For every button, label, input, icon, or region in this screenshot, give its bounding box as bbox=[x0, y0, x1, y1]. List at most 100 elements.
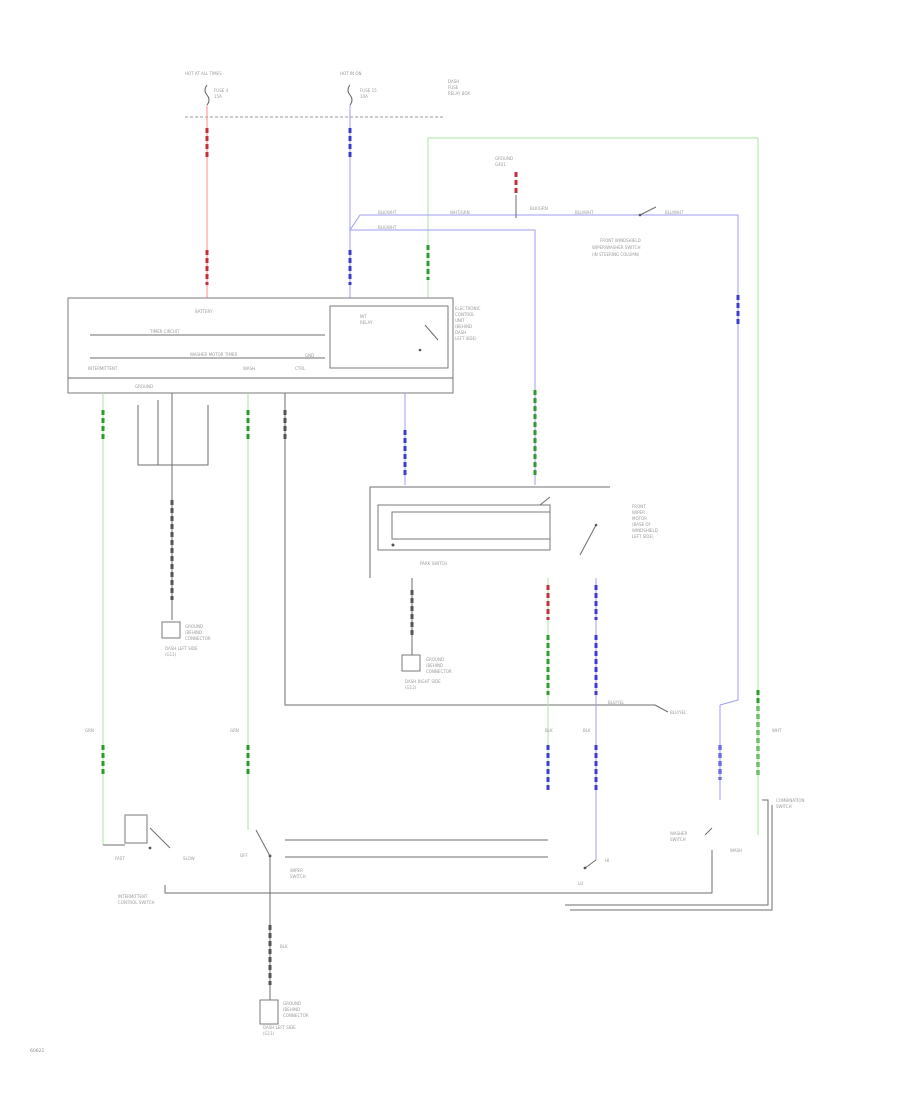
bottom-ground-connector-box bbox=[259, 999, 279, 1025]
park-switch-label: PARK SWITCH bbox=[420, 561, 447, 566]
side-note-4: (BEHIND bbox=[455, 324, 472, 329]
top-switch-contact bbox=[639, 206, 657, 216]
intermittent-slow-label: SLOW bbox=[183, 856, 195, 861]
ground-left-connector-box bbox=[161, 621, 181, 639]
combo-label-2: SWITCH bbox=[776, 804, 792, 809]
splice-label-3: WHT/GRN bbox=[450, 210, 470, 215]
wire-blk-label-1: BLK bbox=[545, 728, 553, 733]
module-relay-label: WASHER MOTOR TIMER bbox=[190, 352, 237, 357]
intermittent-switch-label-2: CONTROL SWITCH bbox=[118, 900, 155, 905]
motor-note-2: WIPER bbox=[632, 510, 645, 515]
wiper-switch-arm bbox=[255, 829, 271, 857]
relay-inner-box bbox=[329, 305, 449, 369]
motor-note-5: WINDSHIELD bbox=[632, 528, 658, 533]
module-battery-label: BATTERY bbox=[195, 309, 213, 314]
washer-switch-contact bbox=[704, 827, 713, 836]
relay-pivot bbox=[418, 348, 422, 352]
fuse-b-number: FUSE 15 bbox=[360, 88, 377, 93]
side-note-6: LEFT SIDE) bbox=[455, 336, 477, 341]
control-module-box bbox=[67, 297, 454, 394]
combination-switch-outline-inner bbox=[570, 805, 773, 911]
module-ground-label: GROUND bbox=[135, 384, 153, 389]
intermittent-switch-arm bbox=[149, 827, 171, 849]
wire-grn-label-1: GRN bbox=[230, 728, 239, 733]
green-wire-loop bbox=[427, 137, 759, 705]
wire-grn-label-2: GRN bbox=[85, 728, 94, 733]
wiper-motor-outline bbox=[369, 486, 610, 578]
ground-bot-label-2: (BEHIND bbox=[283, 1007, 300, 1012]
motor-note-1: FRONT bbox=[632, 504, 646, 509]
bottom-right-switch bbox=[654, 704, 669, 713]
washer-switch-label-2: SWITCH bbox=[670, 837, 686, 842]
module-wash-label: WASH bbox=[243, 366, 255, 371]
side-note-1: ELECTRONIC bbox=[455, 306, 481, 311]
fuse-b-symbol bbox=[347, 84, 353, 106]
relay-side-label-2: RELAY bbox=[360, 320, 373, 325]
motor-right-pivot bbox=[594, 523, 598, 527]
module-intermittent-label: INTERMITTENT bbox=[88, 366, 118, 371]
page-reference: 60621 bbox=[30, 1048, 44, 1054]
hi-lo-switch-pivot bbox=[583, 866, 587, 870]
ground-bot-label-5: (G11) bbox=[263, 1031, 275, 1036]
wiper-hi-label: HI bbox=[605, 858, 609, 863]
ground-bot-label-3: CONNECTOR bbox=[283, 1013, 309, 1018]
module-gnd-label: GND bbox=[305, 353, 314, 358]
ground-mid-label-4: DASH RIGHT SIDE bbox=[405, 679, 441, 684]
ground-left-label-5: (G11) bbox=[165, 652, 177, 657]
ground-top-label-2: G401 bbox=[495, 162, 506, 167]
ground-mid-label-5: (G12) bbox=[405, 685, 417, 690]
side-note-5: DASH bbox=[455, 330, 466, 335]
splice-label-6: BLU/WHT bbox=[665, 210, 684, 215]
fuse-box-label-2: FUSE bbox=[448, 85, 459, 90]
fuse-hot-run-label: HOT IN ON bbox=[340, 71, 361, 76]
ground-left-label-1: GROUND bbox=[185, 624, 203, 629]
splice-label-5: BLU/WHT bbox=[575, 210, 594, 215]
top-switch-pivot bbox=[638, 213, 642, 217]
side-note-3: UNIT bbox=[455, 318, 465, 323]
wiper-off-label: OFF bbox=[240, 853, 248, 858]
wire-blu-label-1: BLU/YEL bbox=[608, 700, 625, 705]
intermittent-fast-label: FAST bbox=[115, 856, 125, 861]
bottom-ground-wire-label: BLK bbox=[280, 944, 288, 949]
fuse-box-label-3: RELAY BOX bbox=[448, 91, 470, 96]
washer-switch-label-1: WASHER bbox=[670, 831, 688, 836]
hi-lo-switch-arm bbox=[584, 859, 597, 869]
relay-side-label-1: INT bbox=[360, 314, 367, 319]
relay-note-3: (IN STEERING COLUMN) bbox=[592, 252, 640, 257]
ground-mid-label-3: CONNECTOR bbox=[426, 669, 452, 674]
fuse-a-number: FUSE 4 bbox=[214, 88, 229, 93]
wire-wht-label: WHT bbox=[772, 728, 782, 733]
ground-left-label-2: (BEHIND bbox=[185, 630, 202, 635]
black-wire-loop bbox=[284, 393, 655, 706]
ground-bot-label-1: GROUND bbox=[283, 1001, 301, 1006]
relay-note-1: FRONT WINDSHIELD bbox=[600, 238, 641, 243]
ground-bot-label-4: DASH LEFT SIDE bbox=[263, 1025, 296, 1030]
intermittent-switch-label-1: INTERMITTENT bbox=[118, 894, 148, 899]
motor-note-4: (BASE OF bbox=[632, 522, 652, 527]
fuse-b-amp: 10A bbox=[360, 94, 368, 99]
fuse-box-label-1: DASH bbox=[448, 79, 459, 84]
combo-label-1: COMBINATION bbox=[776, 798, 805, 803]
motor-right-arm bbox=[579, 524, 597, 556]
motor-note-6: LEFT SIDE) bbox=[632, 534, 654, 539]
module-ctrl-label: CTRL bbox=[295, 366, 306, 371]
ground-mid-connector-box bbox=[401, 654, 421, 672]
ground-top-label-1: GROUND bbox=[495, 156, 513, 161]
fuse-hot-all-label: HOT AT ALL TIMES bbox=[185, 71, 222, 76]
intermittent-switch-body bbox=[124, 814, 148, 844]
wiper-switch-label-1: WIPER bbox=[290, 868, 303, 873]
side-note-2: CONTROL bbox=[455, 312, 475, 317]
wiper-switch-label-2: SWITCH bbox=[290, 874, 306, 879]
relay-note-2: WIPER/WASHER SWITCH bbox=[592, 245, 640, 250]
blue-wire-top-run bbox=[349, 214, 739, 706]
washer-wash-label: WASH bbox=[730, 848, 742, 853]
intermittent-switch-pivot bbox=[148, 846, 152, 850]
splice-label-4: BLK/GRN bbox=[530, 206, 548, 211]
fuse-a-amp: 15A bbox=[214, 94, 222, 99]
wire-blu-label-2: BLU/YEL bbox=[670, 710, 687, 715]
washer-switch-wire bbox=[164, 850, 713, 894]
park-switch-terminal bbox=[391, 543, 395, 547]
ground-left-label-4: DASH LEFT SIDE bbox=[165, 646, 198, 651]
ground-mid-label-2: (BEHIND bbox=[426, 663, 443, 668]
